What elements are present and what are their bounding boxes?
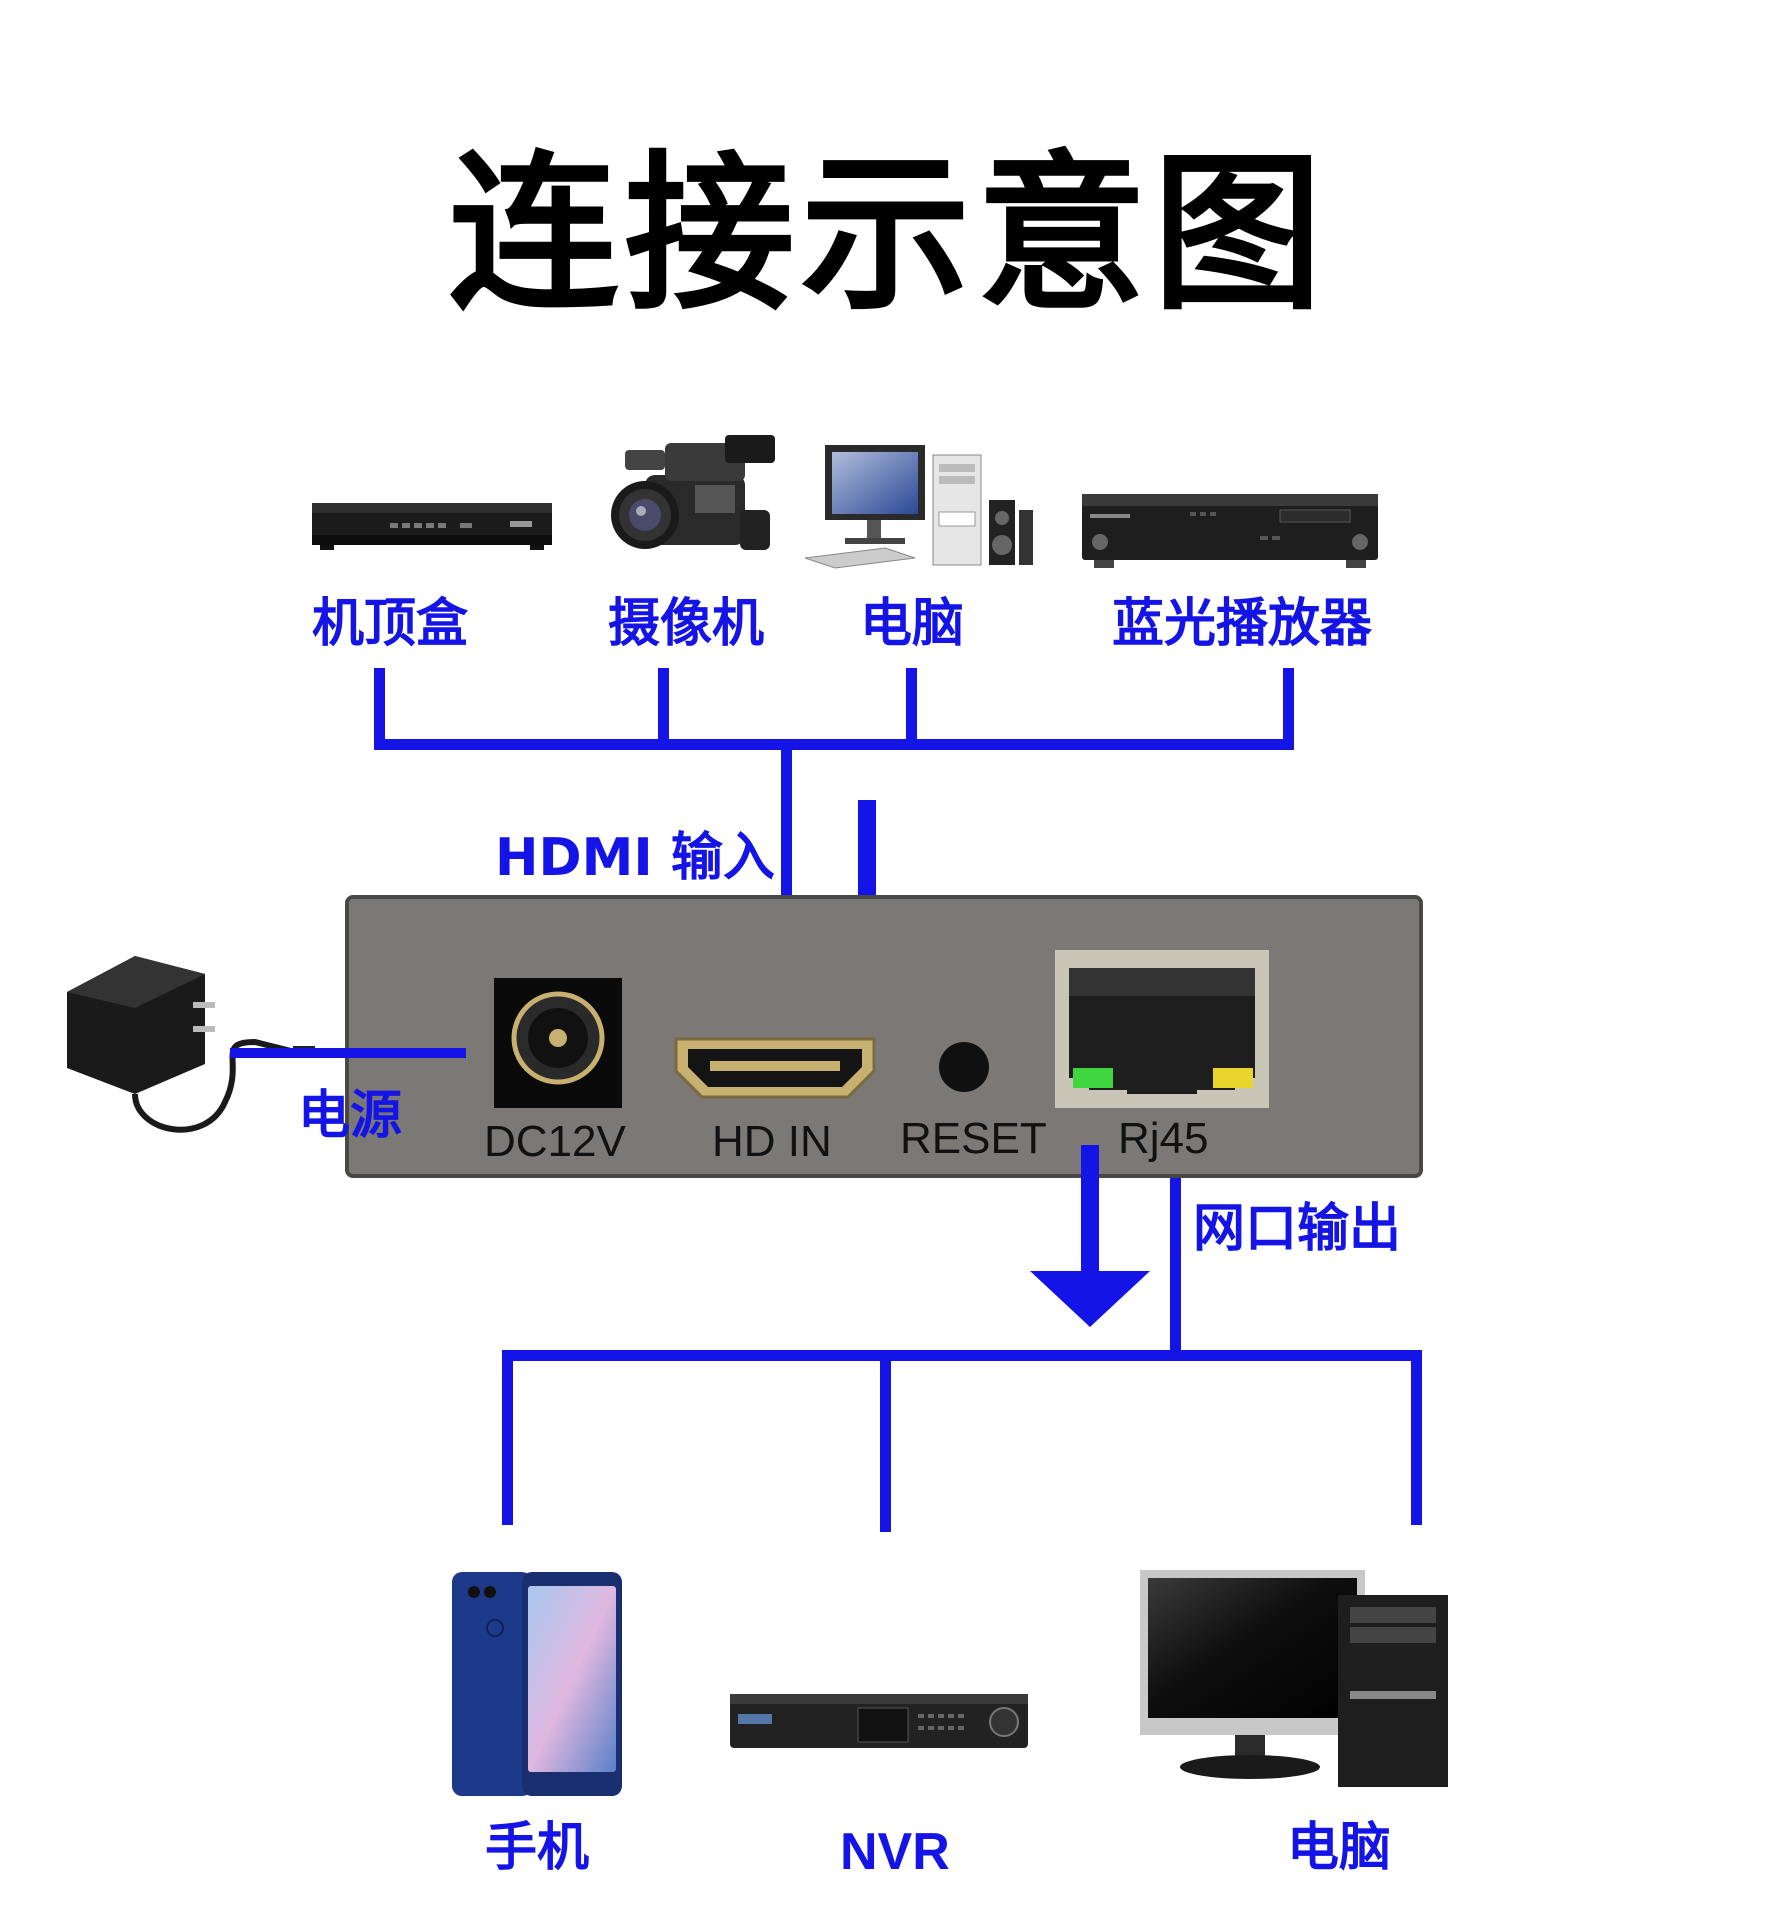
output-drop-line-3 bbox=[1411, 1350, 1422, 1525]
camcorder-icon bbox=[611, 435, 775, 550]
dc-jack-icon bbox=[494, 978, 622, 1108]
desktop-computer-icon bbox=[1140, 1570, 1448, 1787]
desktop-computer-icon bbox=[804, 445, 1033, 569]
power-line bbox=[230, 1048, 466, 1058]
output-label-computer: 电脑 bbox=[1287, 1818, 1392, 1878]
hdmi-feed-line bbox=[781, 739, 792, 1015]
source-label-set-top-box: 机顶盒 bbox=[312, 594, 469, 654]
nvr-icon bbox=[730, 1694, 1028, 1748]
output-drop-line-2 bbox=[880, 1350, 891, 1532]
output-bus-line bbox=[502, 1350, 1422, 1361]
source-drop-line-3 bbox=[906, 668, 917, 750]
reset-button-icon bbox=[939, 1042, 989, 1092]
source-label-bluray: 蓝光播放器 bbox=[1112, 594, 1373, 654]
source-label-camcorder: 摄像机 bbox=[608, 594, 765, 654]
down-arrow-icon bbox=[1030, 1145, 1150, 1327]
hdmi-port-icon bbox=[674, 1037, 876, 1099]
rj45-port-icon bbox=[1055, 950, 1269, 1108]
network-feed-line bbox=[1170, 1178, 1181, 1358]
smartphone-icon bbox=[452, 1572, 622, 1796]
hdmi-input-label: HDMI 输入 bbox=[495, 828, 775, 888]
output-label-phone: 手机 bbox=[485, 1818, 590, 1878]
output-drop-line-1 bbox=[502, 1350, 513, 1525]
port-label-rj45: Rj45 bbox=[1118, 1114, 1209, 1163]
network-output-label: 网口输出 bbox=[1193, 1199, 1402, 1259]
power-adapter-icon bbox=[67, 956, 315, 1133]
diagram-title: 连接示意图 bbox=[448, 136, 1329, 334]
port-label-hd-in: HD IN bbox=[712, 1117, 832, 1166]
set-top-box-icon bbox=[312, 503, 552, 550]
port-label-reset: RESET bbox=[900, 1114, 1047, 1163]
source-bus-line bbox=[374, 739, 1294, 750]
source-label-computer: 电脑 bbox=[860, 594, 965, 654]
source-drop-line-4 bbox=[1283, 668, 1294, 750]
source-drop-line-1 bbox=[374, 668, 385, 750]
bluray-player-icon bbox=[1082, 494, 1378, 568]
port-label-dc12v: DC12V bbox=[484, 1117, 626, 1166]
power-label: 电源 bbox=[298, 1086, 403, 1146]
source-drop-line-2 bbox=[658, 668, 669, 750]
output-label-nvr: NVR bbox=[840, 1823, 950, 1881]
